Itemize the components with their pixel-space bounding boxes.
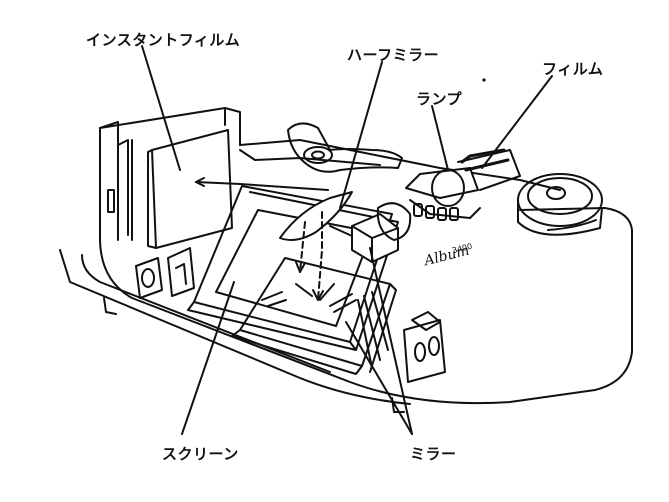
top-knob-arm	[287, 122, 403, 173]
instant-film-housing	[99, 107, 241, 241]
film-reel	[517, 173, 603, 227]
prism-block	[351, 213, 399, 263]
leader-half-mirror	[339, 61, 383, 209]
ray-down-2	[299, 221, 306, 273]
instant-film-plate	[151, 129, 233, 249]
label-lamp: ランプ	[416, 90, 463, 108]
tower-slot	[107, 189, 115, 213]
leader-mirror-1	[345, 321, 413, 435]
control-button-2	[428, 336, 440, 356]
film-reel-housing	[457, 149, 521, 191]
lamp-lens	[376, 202, 412, 241]
lamp-housing	[405, 167, 479, 199]
leader-mirror-2	[369, 247, 413, 435]
control-switch	[411, 311, 441, 331]
leader-instant-film	[141, 45, 181, 171]
ray-diag	[295, 225, 353, 301]
label-screen: スクリーン	[162, 445, 239, 463]
left-control-2	[167, 247, 195, 297]
label-mirror: ミラー	[410, 445, 457, 463]
device-body	[99, 127, 633, 405]
ray-down-1	[317, 211, 323, 301]
body-front-face	[59, 249, 411, 405]
control-button-1	[414, 342, 426, 362]
label-half-mirror: ハーフミラー	[347, 46, 440, 64]
screen-inner	[215, 209, 373, 327]
leader-lamp	[431, 105, 449, 171]
top-knob	[303, 146, 333, 164]
left-control-1	[135, 257, 163, 299]
ray-left	[195, 181, 329, 191]
leader-film	[481, 75, 553, 169]
control-panel	[403, 319, 446, 383]
body-base-edge	[81, 254, 331, 373]
label-instant-film: インスタントフィルム	[86, 31, 241, 49]
label-film: フィルム	[542, 60, 604, 78]
half-mirror	[279, 191, 353, 241]
leader-screen	[181, 281, 235, 435]
